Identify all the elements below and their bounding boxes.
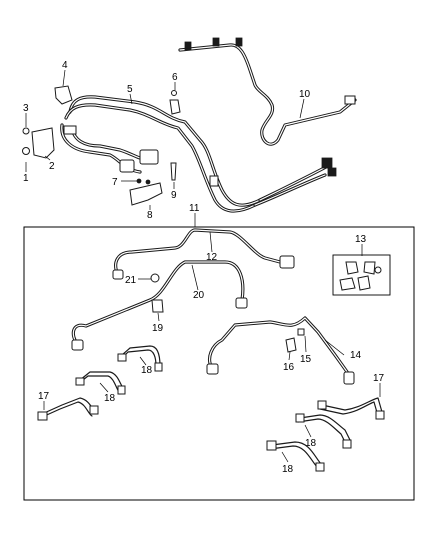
callout-10: 10 bbox=[299, 89, 311, 100]
callout-4: 4 bbox=[62, 60, 68, 71]
callout-6: 6 bbox=[172, 72, 178, 83]
injector-line-part-18a bbox=[117, 345, 163, 372]
callout-18-b: 18 bbox=[104, 393, 116, 404]
injector-line-part-17-left bbox=[37, 397, 99, 421]
injector-line-part-18c bbox=[295, 413, 352, 449]
nut-part-21 bbox=[150, 273, 160, 283]
nut-part-3 bbox=[22, 127, 30, 135]
callout-20: 20 bbox=[193, 290, 205, 301]
bracket-part-4 bbox=[54, 85, 73, 105]
injector-line-part-18b bbox=[75, 371, 126, 395]
clip-part-19 bbox=[151, 299, 164, 313]
leader-lines-lower bbox=[43, 231, 381, 463]
injector-line-part-17-right bbox=[317, 397, 385, 420]
callout-16: 16 bbox=[283, 362, 295, 373]
clip-part-7 bbox=[136, 178, 142, 184]
injector-line-part-18d bbox=[266, 440, 325, 472]
callout-18-d: 18 bbox=[282, 464, 294, 475]
bracket-part-2 bbox=[31, 127, 55, 159]
callout-12: 12 bbox=[206, 252, 218, 263]
callout-15: 15 bbox=[300, 354, 312, 365]
callout-18-c: 18 bbox=[305, 438, 317, 449]
bracket-part-8 bbox=[129, 182, 163, 206]
callout-19: 19 bbox=[152, 323, 164, 334]
callout-2: 2 bbox=[49, 161, 55, 172]
callout-11: 11 bbox=[189, 203, 200, 214]
callout-14: 14 bbox=[350, 350, 362, 361]
hose-bundle-main bbox=[60, 95, 337, 213]
clip-part-6 bbox=[169, 99, 181, 115]
fuel-line-part-20 bbox=[71, 260, 248, 351]
callout-9: 9 bbox=[171, 190, 177, 201]
clip-part-15 bbox=[297, 328, 305, 336]
callout-3: 3 bbox=[23, 103, 29, 114]
callout-17-right: 17 bbox=[373, 373, 385, 384]
fuel-line-upper-right bbox=[178, 37, 357, 146]
fuel-line-part-14 bbox=[206, 316, 355, 385]
callout-labels: 1 2 3 4 5 6 7 8 9 10 11 12 13 14 15 16 1… bbox=[23, 60, 385, 475]
bolt-part-1 bbox=[22, 147, 30, 155]
callout-1: 1 bbox=[23, 173, 29, 184]
leader-lines-upper bbox=[25, 69, 305, 210]
clip-part-16 bbox=[285, 337, 297, 353]
callout-7: 7 bbox=[112, 177, 118, 188]
callout-18-a: 18 bbox=[141, 365, 153, 376]
stud-part-9 bbox=[170, 162, 177, 181]
callout-21: 21 bbox=[125, 275, 137, 286]
fuel-line-part-12 bbox=[112, 228, 295, 280]
callout-13: 13 bbox=[355, 234, 367, 245]
callout-8: 8 bbox=[147, 210, 153, 221]
callout-17-left: 17 bbox=[38, 391, 50, 402]
group-frame-part-11 bbox=[23, 226, 415, 501]
callout-5: 5 bbox=[127, 84, 133, 95]
clip-kit-part-13 bbox=[332, 254, 391, 296]
